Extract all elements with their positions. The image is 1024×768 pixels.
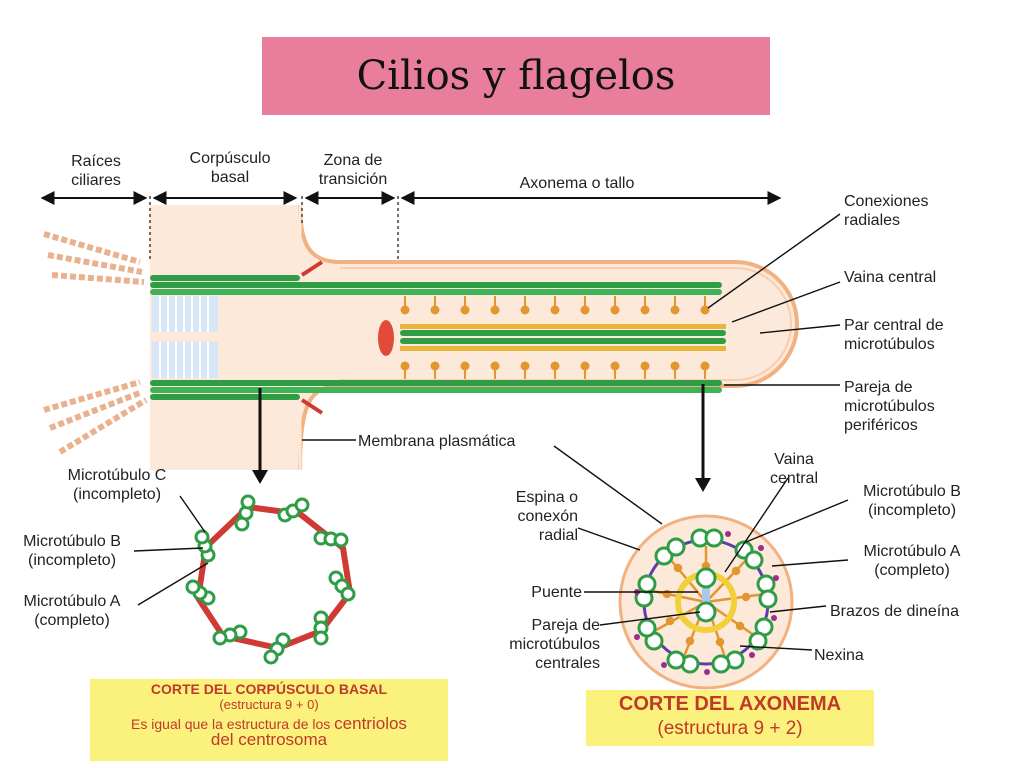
axoneme-section-caption: CORTE DEL AXONEMA (estructura 9 + 2) (586, 690, 874, 746)
radial-spokes-bottom (400, 361, 710, 379)
plasma-membrane (298, 204, 799, 471)
label-puente: Puente (531, 584, 582, 601)
title-banner: Cilios y flagelos (262, 37, 770, 115)
label-microtubulo-a-right: Microtúbulo A (completo) (863, 543, 961, 579)
cell-cytoplasm (150, 205, 300, 470)
label-corpusculo-basal: Corpúsculo basal (189, 150, 271, 186)
basal-body-triplets (152, 296, 218, 378)
label-microtubulo-c: Microtúbulo C (incompleto) (67, 467, 167, 503)
peripheral-doublet-top (150, 275, 722, 295)
axoneme-caption-subtitle: (estructura 9 + 2) (657, 718, 803, 739)
basal-plate (378, 320, 394, 356)
label-zona-transicion: Zona de transición (318, 152, 388, 188)
label-par-central: Par central de microtúbulos (844, 317, 944, 353)
membrane-inner-line (340, 267, 792, 381)
region-dividers (149, 196, 399, 262)
transition-fiber-bottom (300, 398, 324, 415)
label-microtubulo-b-left: Microtúbulo B (incompleto) (23, 533, 121, 569)
ciliary-roots (43, 231, 148, 455)
pointer-lines-top (302, 213, 841, 441)
section-arrows (252, 384, 711, 492)
radial-spokes-top (400, 296, 710, 315)
basal-caption-desc-b: centriolos (334, 714, 407, 733)
label-raices-ciliares: Raíces ciliares (71, 153, 121, 189)
label-espina-conexon: Espina o conexón radial (515, 489, 578, 544)
label-vaina-central: Vaina central (844, 269, 937, 286)
peripheral-doublet-bottom (150, 380, 722, 400)
central-pair (400, 324, 726, 351)
label-vaina-central-section: Vaina central (769, 451, 819, 487)
basal-caption-desc-c: del centrosoma (210, 730, 328, 749)
transition-fiber-top (300, 260, 324, 277)
basal-section-caption: CORTE DEL CORPÚSCULO BASAL (estructura 9… (90, 679, 448, 761)
label-nexina: Nexina (814, 647, 864, 664)
label-brazos-dineina: Brazos de dineína (830, 603, 959, 620)
basal-caption-subtitle: (estructura 9 + 0) (219, 697, 319, 712)
label-axonema: Axonema o tallo (519, 175, 635, 192)
label-membrana-plasmatica: Membrana plasmática (358, 433, 516, 450)
basal-body-cross-section (185, 494, 356, 665)
label-pareja-perifericos: Pareja de microtúbulos periféricos (844, 379, 935, 434)
axoneme-cross-section (618, 514, 794, 690)
page-title: Cilios y flagelos (356, 53, 676, 99)
basal-caption-desc-a: Es igual que la estructura de los (131, 716, 335, 732)
basal-caption-description: Es igual que la estructura de los centri… (90, 714, 448, 749)
label-microtubulo-b-right: Microtúbulo B (incompleto) (863, 483, 961, 519)
pointer-lines-axoneme (553, 445, 849, 651)
label-pareja-centrales: Pareja de microtúbulos centrales (509, 617, 600, 672)
label-conexiones-radiales: Conexiones radiales (844, 193, 929, 229)
basal-caption-title: CORTE DEL CORPÚSCULO BASAL (150, 681, 388, 697)
pointer-lines-basal (133, 495, 209, 606)
axoneme-caption-title: CORTE DEL AXONEMA (618, 693, 842, 715)
label-microtubulo-a-left: Microtúbulo A (completo) (23, 593, 121, 629)
